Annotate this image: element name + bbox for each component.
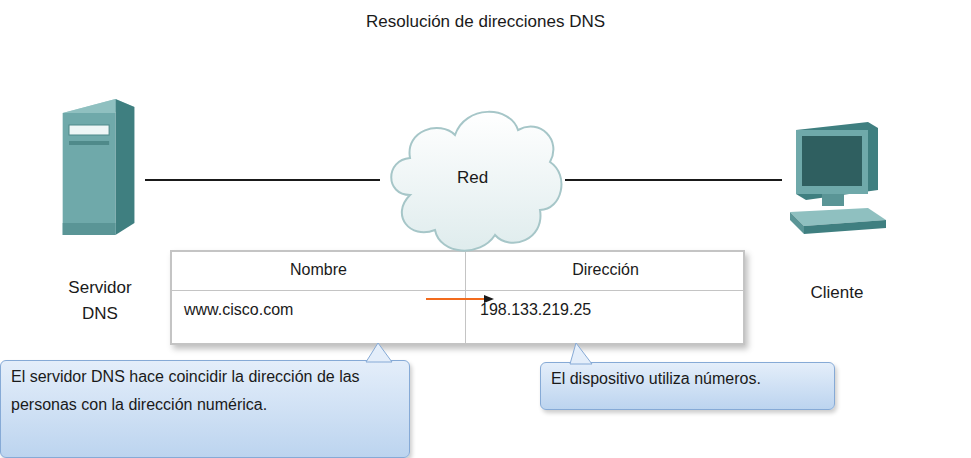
table-cell: www.cisco.com bbox=[184, 301, 424, 319]
client-node: Cliente bbox=[782, 120, 892, 240]
callout-box: El dispositivo utiliza números. bbox=[540, 362, 835, 410]
table-cell: Dirección bbox=[466, 261, 745, 279]
node-label: Cliente bbox=[772, 280, 902, 306]
network-link bbox=[145, 180, 380, 181]
callout-box: El servidor DNS hace coincidir la direcc… bbox=[0, 360, 410, 458]
table-rule bbox=[172, 290, 743, 291]
computer-icon bbox=[782, 120, 892, 240]
table-divider bbox=[465, 252, 466, 343]
server-node: Servidor DNS bbox=[50, 95, 145, 265]
network-link bbox=[565, 180, 782, 181]
cloud-node: Red bbox=[380, 100, 565, 260]
server-icon bbox=[50, 95, 145, 265]
table-cell: 198.133.219.25 bbox=[480, 301, 740, 319]
diagram-title: Resolución de direcciones DNS bbox=[0, 12, 971, 32]
node-label: Red bbox=[380, 168, 565, 188]
callout-text: El dispositivo utiliza números. bbox=[551, 365, 824, 393]
lookup-table: NombreDirección www.cisco.com 198.133.219.… bbox=[170, 250, 745, 345]
callout-text: El servidor DNS hace coincidir la direcc… bbox=[11, 363, 399, 419]
table-cell: Nombre bbox=[172, 261, 465, 279]
node-label: Servidor DNS bbox=[60, 275, 140, 327]
